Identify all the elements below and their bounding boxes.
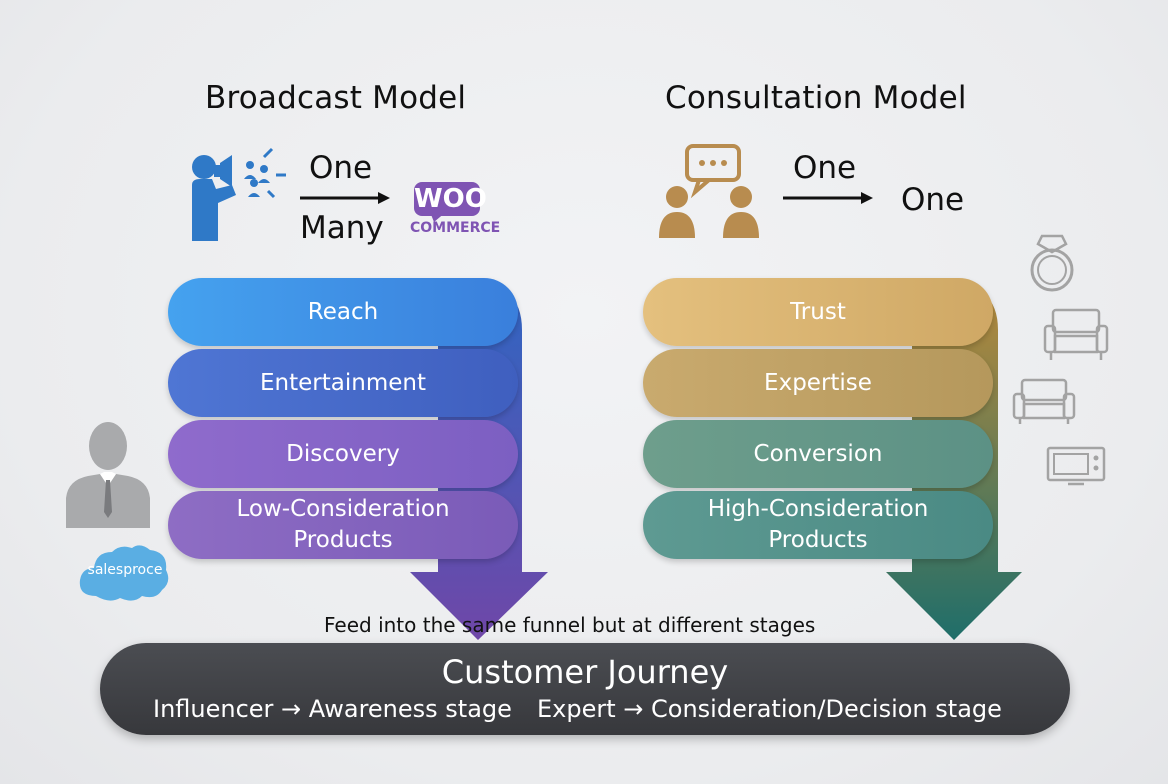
funnel-caption: Feed into the same funnel but at differe… bbox=[324, 613, 816, 637]
armchair-icon bbox=[1043, 308, 1109, 360]
consultation-layer-products-text: High-Consideration Products bbox=[708, 494, 929, 556]
consultation-flow-from: One bbox=[793, 150, 857, 186]
broadcast-layer-label: Discovery bbox=[286, 440, 400, 467]
broadcast-products-line1: Low-Consideration bbox=[236, 496, 450, 522]
salesforce-cloud-logo bbox=[79, 545, 169, 601]
broadcast-products-line2: Products bbox=[293, 527, 393, 553]
consultation-layer-products: High-Consideration Products bbox=[643, 491, 993, 559]
customer-journey-bar: Customer Journey Influencer → Awareness … bbox=[100, 643, 1070, 735]
megaphone-person-icon bbox=[192, 147, 286, 241]
arrow-right-icon bbox=[300, 192, 390, 204]
consultation-title: Consultation Model bbox=[665, 80, 967, 116]
consultation-layer-label: Trust bbox=[790, 298, 846, 325]
woo-logo-text: WOO bbox=[414, 184, 487, 214]
broadcast-layer-entertainment: Entertainment bbox=[168, 349, 518, 417]
tv-icon bbox=[1046, 446, 1106, 486]
consultation-layer-label: Expertise bbox=[764, 369, 872, 396]
woo-badge bbox=[414, 182, 480, 216]
sofa-icon bbox=[1012, 378, 1076, 424]
broadcast-layer-label: Entertainment bbox=[260, 369, 426, 396]
consultation-layer-trust: Trust bbox=[643, 278, 993, 346]
broadcast-layer-label: Reach bbox=[307, 298, 379, 325]
consultation-layer-expertise: Expertise bbox=[643, 349, 993, 417]
broadcast-flow-to: Many bbox=[300, 210, 384, 246]
consultation-flow-to: One bbox=[901, 182, 965, 218]
broadcast-layer-products-text: Low-Consideration Products bbox=[236, 494, 449, 556]
consultation-products-line1: High-Consideration bbox=[707, 496, 929, 522]
businessman-icon bbox=[66, 422, 150, 528]
journey-influencer-stage: Influencer → Awareness stage bbox=[153, 695, 512, 723]
consultation-layer-label: Conversion bbox=[753, 440, 883, 467]
consultation-products-line2: Products bbox=[768, 527, 868, 553]
salesforce-logo-text: salesproce bbox=[87, 562, 163, 578]
woocommerce-logo: WOO COMMERCE bbox=[410, 182, 501, 240]
woo-logo-subtext: COMMERCE bbox=[410, 220, 501, 236]
broadcast-layer-products: Low-Consideration Products bbox=[168, 491, 518, 559]
consultation-people-icon bbox=[659, 144, 759, 238]
broadcast-layer-discovery: Discovery bbox=[168, 420, 518, 488]
ring-icon bbox=[1030, 234, 1074, 292]
woo-badge-tail bbox=[430, 212, 446, 222]
broadcast-flow-from: One bbox=[309, 150, 373, 186]
broadcast-layer-reach: Reach bbox=[168, 278, 518, 346]
journey-expert-stage: Expert → Consideration/Decision stage bbox=[537, 695, 1002, 723]
consultation-layer-conversion: Conversion bbox=[643, 420, 993, 488]
arrow-right-icon-2 bbox=[783, 192, 873, 204]
broadcast-title: Broadcast Model bbox=[205, 80, 467, 116]
customer-journey-title: Customer Journey bbox=[441, 653, 729, 691]
